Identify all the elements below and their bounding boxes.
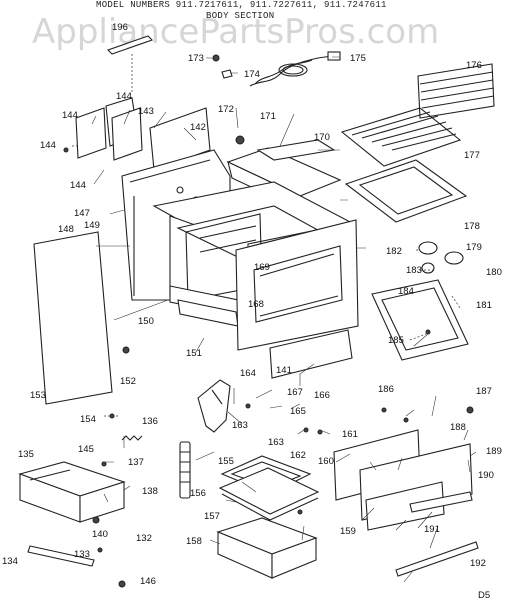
part-drawer-156 <box>216 517 318 579</box>
part-screws <box>63 135 474 588</box>
callout-177: 179 <box>466 242 482 253</box>
part-lower-front <box>269 329 353 379</box>
callout-182: 184 <box>398 286 414 297</box>
callout-155: 157 <box>204 511 220 522</box>
part-right-side-panel <box>33 231 113 405</box>
callout-150: 152 <box>120 376 136 387</box>
callout-labels: 196 173 174 175 176 177 178 179 180 181 … <box>2 22 502 600</box>
footer-code: D5 <box>478 590 490 600</box>
part-front-frame <box>235 219 359 351</box>
callout-137: 140 <box>92 529 108 540</box>
callout-146: 148 <box>58 224 74 235</box>
part-trim-strip <box>106 35 154 55</box>
callout-171: 173 <box>188 53 204 64</box>
callout-144d: 146 <box>140 576 156 587</box>
part-storage-drawer <box>18 461 126 523</box>
callout-170: 172 <box>218 104 234 115</box>
callout-186: 188 <box>450 422 466 433</box>
callout-153: 155 <box>218 456 234 467</box>
callout-157: 159 <box>340 526 356 537</box>
callout-142: 144 <box>116 91 132 102</box>
callout-151: 153 <box>30 390 46 401</box>
callout-184: 186 <box>378 384 394 395</box>
part-knobs <box>418 241 464 274</box>
part-broil-pan-assembly <box>218 455 320 521</box>
callout-179: 181 <box>476 300 492 311</box>
model-numbers-header: MODEL NUMBERS 911.7217611, 911.7227611, … <box>96 0 387 10</box>
callout-158: 160 <box>318 456 334 467</box>
callout-159: 161 <box>342 429 358 440</box>
callout-160: 162 <box>290 450 306 461</box>
callout-136: 138 <box>142 486 158 497</box>
callout-152: 154 <box>80 414 96 425</box>
callout-181: 183 <box>406 265 422 276</box>
leader-lines <box>72 54 477 583</box>
callout-190: 192 <box>470 558 486 569</box>
callout-141: 143 <box>138 106 154 117</box>
part-broiler-pan <box>344 159 468 223</box>
callout-143: 144 <box>62 110 78 121</box>
callout-164: 166 <box>314 390 330 401</box>
callout-172: 174 <box>244 69 260 80</box>
callout-187: 189 <box>486 446 502 457</box>
part-power-cord <box>249 51 341 87</box>
callout-134: 136 <box>142 416 158 427</box>
part-rack-175 <box>340 107 462 167</box>
callout-144b: 144 <box>70 180 86 191</box>
part-trim-bar <box>395 541 479 577</box>
callout-154: 156 <box>190 488 206 499</box>
callout-144a: 144 <box>40 140 56 151</box>
callout-166: 168 <box>248 299 264 310</box>
part-spring <box>121 435 143 441</box>
callout-168: 170 <box>314 132 330 143</box>
callout-191: 196 <box>112 22 128 33</box>
callout-149: 151 <box>186 348 202 359</box>
callout-163b: 165 <box>290 406 306 417</box>
callout-173: 175 <box>350 53 366 64</box>
callout-162: 163 <box>232 420 248 431</box>
part-door-frame <box>371 279 469 361</box>
callout-148: 150 <box>138 316 154 327</box>
callout-156: 158 <box>186 536 202 547</box>
part-lower-door <box>333 429 473 531</box>
callout-189: 191 <box>424 524 440 535</box>
watermark: AppliancePartsPros.com <box>32 12 440 52</box>
callout-132: 134 <box>2 556 18 567</box>
callout-147: 149 <box>84 220 100 231</box>
callout-144c: 145 <box>78 444 94 455</box>
callout-163a: 164 <box>240 368 256 379</box>
callout-161: 163 <box>268 437 284 448</box>
callout-140: 142 <box>190 122 206 133</box>
callout-188: 190 <box>478 470 494 481</box>
callout-145: 147 <box>74 208 90 219</box>
callout-130: 132 <box>136 533 152 544</box>
callout-165: 167 <box>287 387 303 398</box>
callout-175: 177 <box>464 150 480 161</box>
callout-169: 171 <box>260 111 276 122</box>
section-title: BODY SECTION <box>206 11 275 21</box>
part-oven-rack <box>417 63 495 119</box>
callout-180: 182 <box>386 246 402 257</box>
part-hinge <box>197 379 231 433</box>
callout-138: 141 <box>276 365 292 376</box>
callout-174: 176 <box>466 60 482 71</box>
callout-178: 180 <box>486 267 502 278</box>
part-screw-clip <box>212 54 233 79</box>
callout-167: 169 <box>254 262 270 273</box>
callout-183: 185 <box>388 335 404 346</box>
part-element-153 <box>179 441 191 499</box>
part-slide-rail <box>27 545 95 567</box>
callout-135: 137 <box>128 457 144 468</box>
callout-185: 187 <box>476 386 492 397</box>
callout-133: 135 <box>18 449 34 460</box>
callout-176: 178 <box>464 221 480 232</box>
callout-131: 133 <box>74 549 90 560</box>
